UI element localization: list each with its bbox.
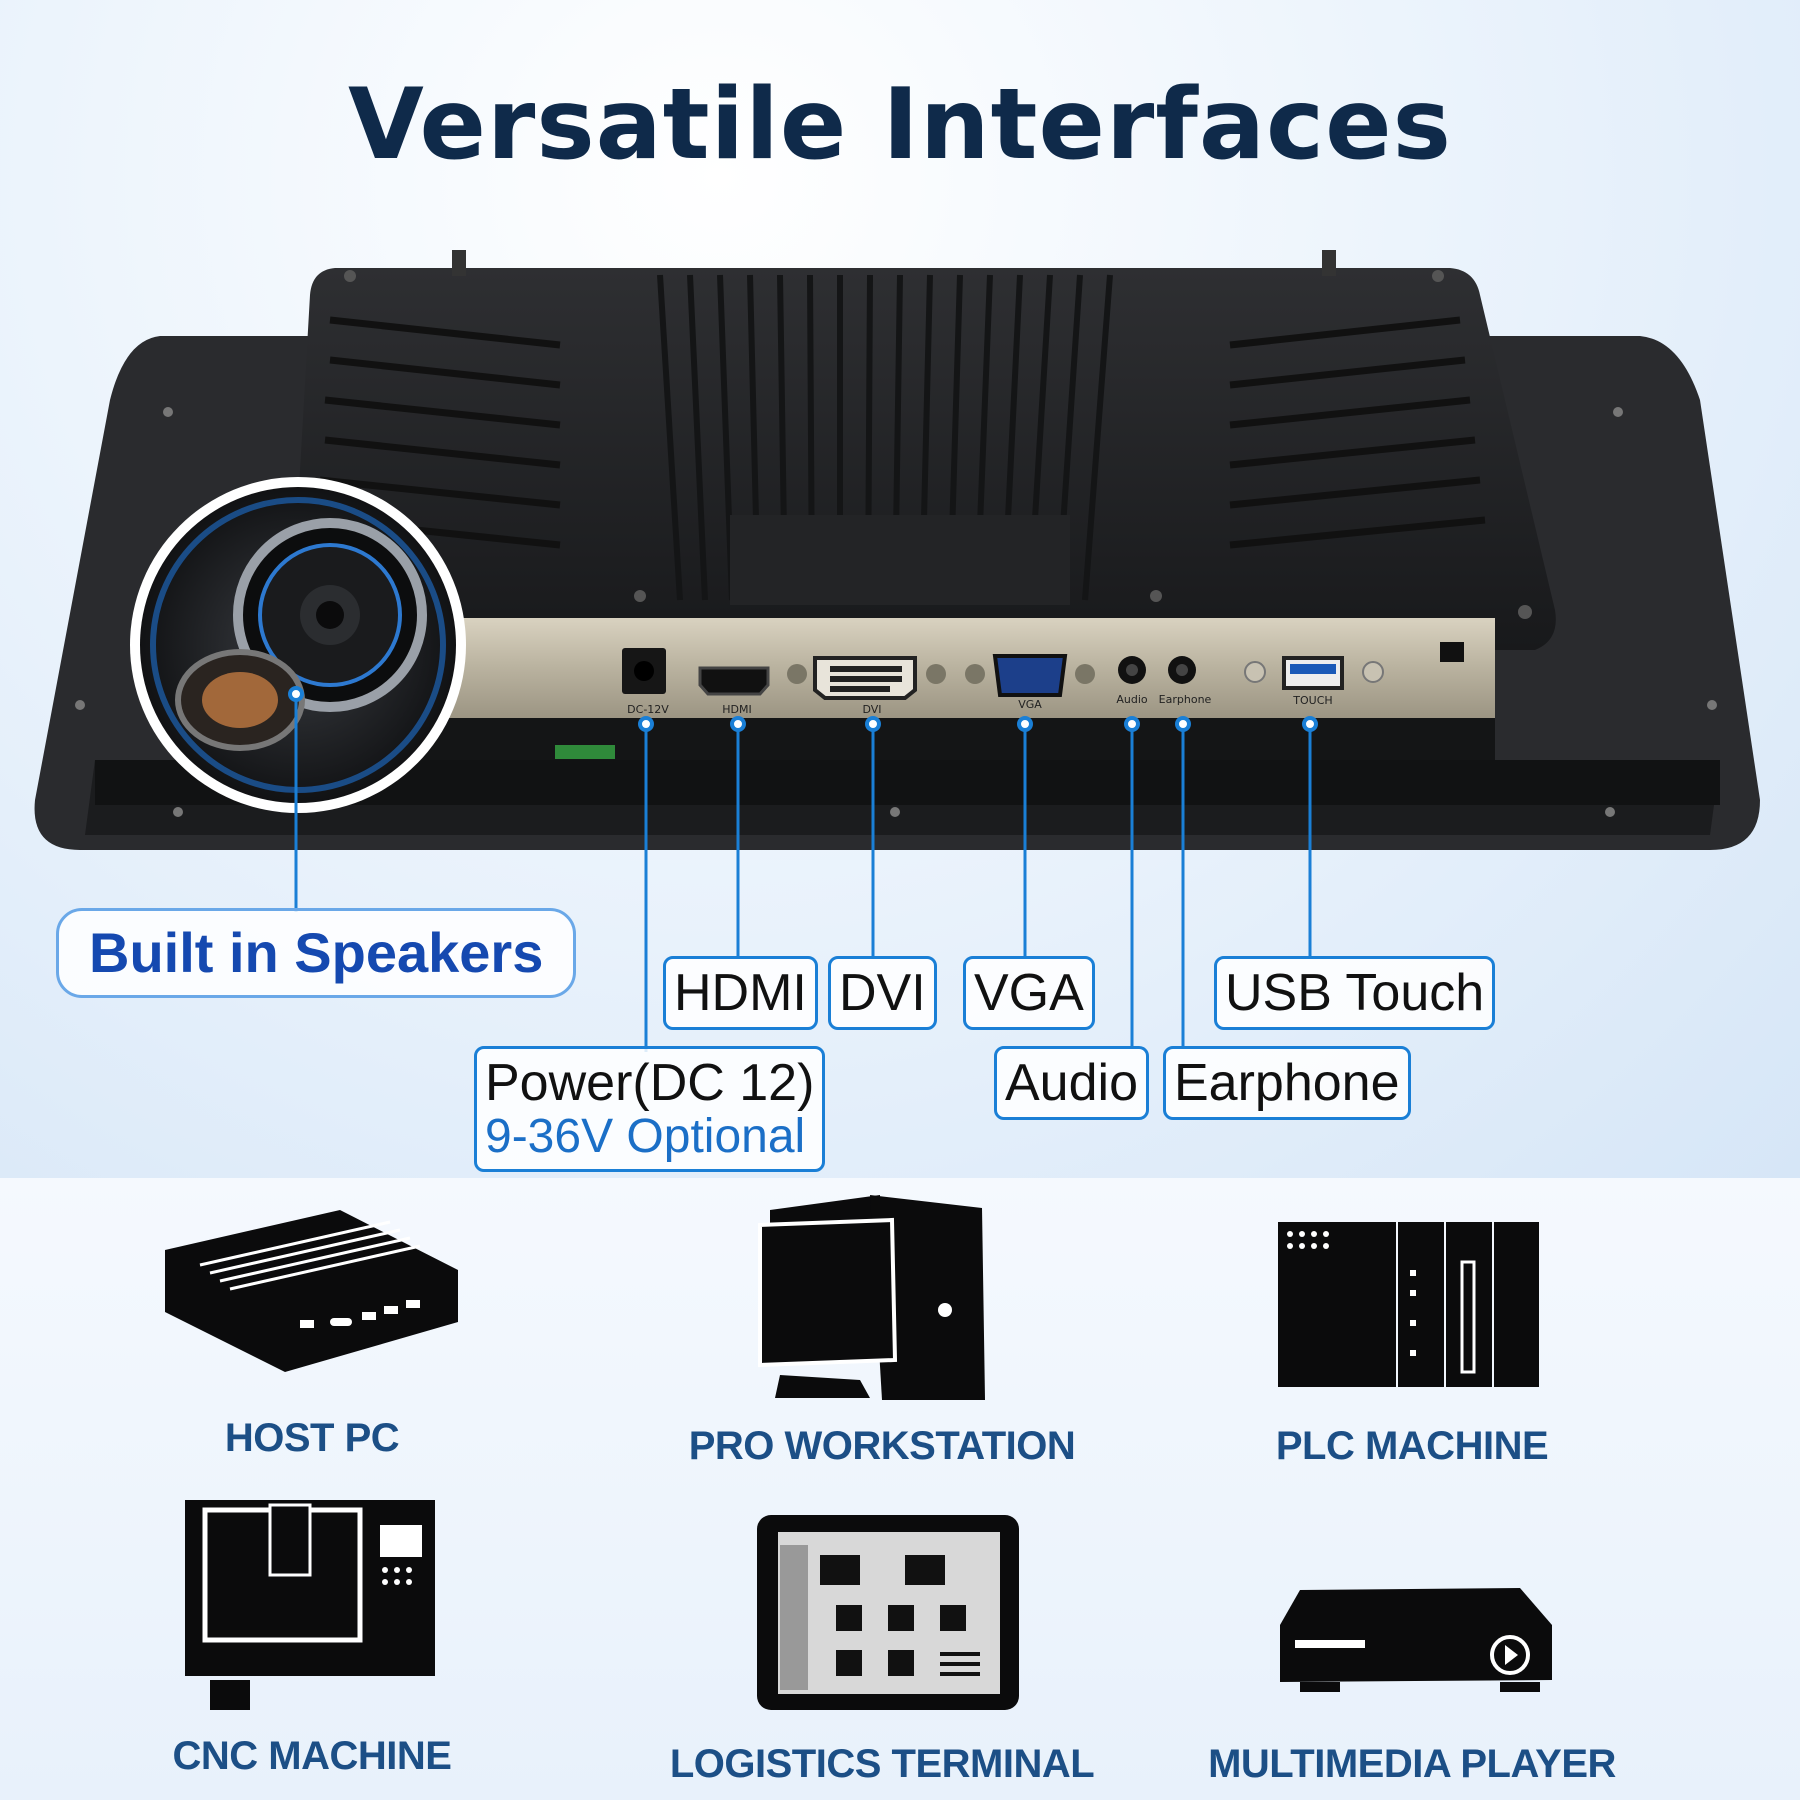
callout-power: Power(DC 12) 9-36V Optional <box>474 1046 826 1172</box>
callout-power-option: 9-36V Optional <box>485 1110 806 1163</box>
plc-icon <box>1278 1222 1539 1387</box>
silk-hdmi: HDMI <box>722 703 751 716</box>
app-label-logistics-terminal: LOGISTICS TERMINAL <box>669 1742 1095 1786</box>
silk-earphone: Earphone <box>1159 693 1212 706</box>
tablet-terminal-icon <box>757 1515 1019 1710</box>
silk-dc: DC-12V <box>627 703 669 716</box>
callout-lines <box>288 686 1318 1052</box>
cnc-machine-icon <box>185 1500 435 1710</box>
callout-audio: Audio <box>994 1046 1149 1120</box>
desktop-workstation-icon <box>758 1195 985 1400</box>
callout-hdmi: HDMI <box>663 956 818 1030</box>
callout-built-in-speakers: Built in Speakers <box>56 908 577 998</box>
app-label-cnc-machine: CNC MACHINE <box>172 1734 452 1778</box>
silk-touch: TOUCH <box>1292 694 1332 707</box>
callout-dvi: DVI <box>828 956 937 1030</box>
callout-usb-touch: USB Touch <box>1214 956 1496 1030</box>
callout-earphone: Earphone <box>1163 1046 1411 1120</box>
mini-pc-icon <box>165 1210 458 1372</box>
app-label-multimedia-player: MULTIMEDIA PLAYER <box>1208 1742 1616 1786</box>
speaker-inset <box>130 477 466 813</box>
app-label-pro-workstation: PRO WORKSTATION <box>688 1424 1076 1468</box>
media-player-icon <box>1280 1588 1552 1692</box>
app-label-host-pc: HOST PC <box>224 1416 400 1460</box>
app-label-plc-machine: PLC MACHINE <box>1275 1424 1549 1468</box>
page-title: Versatile Interfaces <box>348 68 1452 182</box>
silk-vga: VGA <box>1018 698 1042 711</box>
callout-vga: VGA <box>963 956 1095 1030</box>
silk-dvi: DVI <box>862 703 881 716</box>
silk-audio: Audio <box>1116 693 1148 706</box>
callout-power-label: Power(DC 12) <box>485 1054 815 1112</box>
application-icons <box>165 1195 1552 1710</box>
